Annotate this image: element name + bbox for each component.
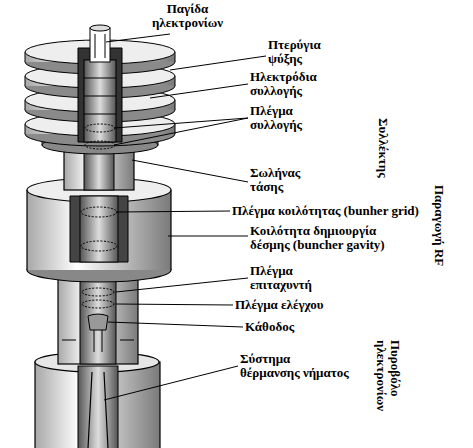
part-label: Πλέγμα συλλογής (250, 104, 330, 132)
part-label: Ηλεκτρόδια συλλογής (250, 70, 335, 98)
gun-tube (58, 272, 138, 364)
gun-base (35, 352, 160, 448)
part-label: Κοιλότητα δημιουργία δέσμης (buncher gav… (250, 224, 390, 252)
part-label: Πτερύγια ψύξης (268, 38, 338, 66)
part-label: Πλέγμα κοιλότητας (bunher grid) (232, 204, 419, 218)
part-label: Κάθοδος (245, 320, 294, 334)
part-label: Πλέγμα ελέγχου (235, 298, 323, 312)
section-label: Πυροβόλο ηλεκτρονίων (374, 340, 402, 448)
part-label: Σωλήνας τάσης (250, 166, 320, 194)
buncher-cavity (27, 178, 171, 282)
collector (25, 25, 175, 154)
section-label: Παραγωγή RF (432, 185, 446, 295)
section-label: Συλλέκτης (376, 118, 390, 218)
part-label: Πλέγμα επιταχυντή (250, 264, 330, 292)
part-label: Παγίδα ηλεκτρονίων (140, 2, 235, 30)
part-label: Σύστημα θέρμανσης νήματος (240, 352, 350, 380)
